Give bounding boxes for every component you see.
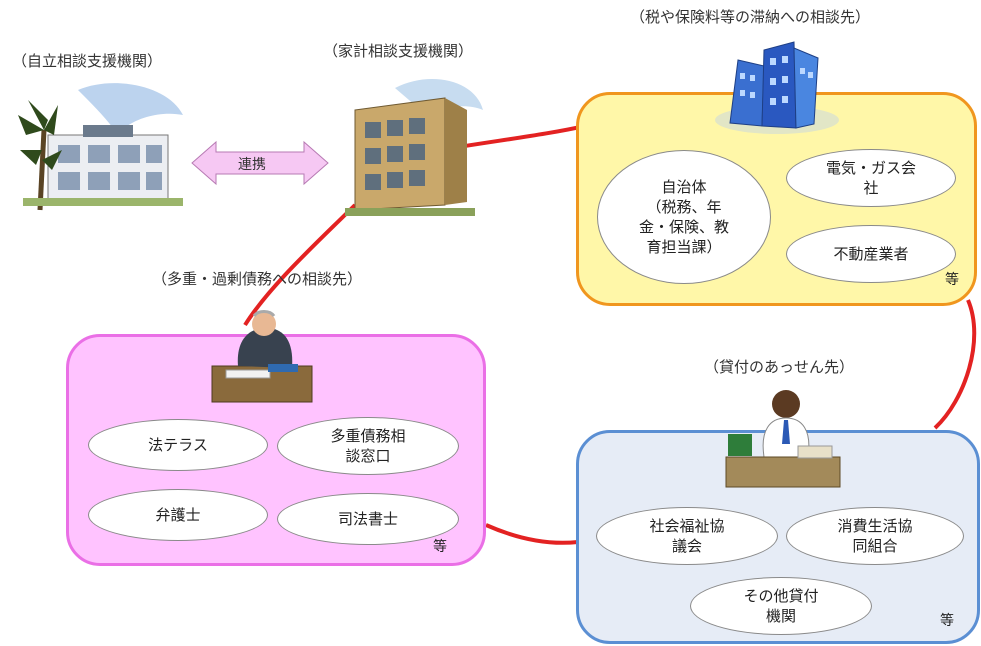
debt-etc: 等 — [433, 539, 447, 555]
debt-item-tajusaimu-madoguchi: 多重債務相 談窓口 — [277, 417, 459, 475]
tax-etc: 等 — [945, 272, 959, 288]
tax-item-jichitai: 自治体 （税務、年 金・保険、教 育担当課） — [597, 150, 771, 284]
lawyer-icon — [211, 310, 313, 403]
connector-debt-to-loan — [485, 523, 579, 545]
skyscraper-icon — [715, 41, 839, 134]
connector-kakei-to-debt — [243, 203, 357, 327]
debt-item-bengoshi: 弁護士 — [88, 489, 268, 541]
office-building-icon — [345, 79, 483, 216]
loan-item-shohiseikatsu: 消費生活協 同組合 — [786, 507, 964, 565]
tree-building-icon — [18, 83, 183, 211]
label-debt: （多重・過剰債務への相談先） — [152, 270, 363, 288]
renkei-double-arrow — [191, 140, 329, 186]
debt-item-shihoshoshi: 司法書士 — [277, 493, 459, 545]
loan-officer-icon — [725, 390, 841, 488]
label-jiritsu: （自立相談支援機関） — [12, 52, 163, 70]
connector-tax-to-loan — [933, 299, 977, 430]
renkei-label: 連携 — [238, 157, 266, 173]
loan-etc: 等 — [940, 613, 954, 629]
label-tax: （税や保険料等の滞納への相談先） — [630, 8, 871, 26]
tax-item-denki-gas: 電気・ガス会 社 — [786, 149, 956, 207]
label-loan: （貸付のあっせん先） — [704, 358, 855, 376]
loan-item-sonota: その他貸付 機関 — [690, 577, 872, 635]
debt-item-houterasu: 法テラス — [88, 419, 268, 471]
label-kakei: （家計相談支援機関） — [323, 42, 474, 60]
loan-item-shakaifukushi: 社会福祉協 議会 — [596, 507, 778, 565]
tax-item-fudosan: 不動産業者 — [786, 225, 956, 283]
